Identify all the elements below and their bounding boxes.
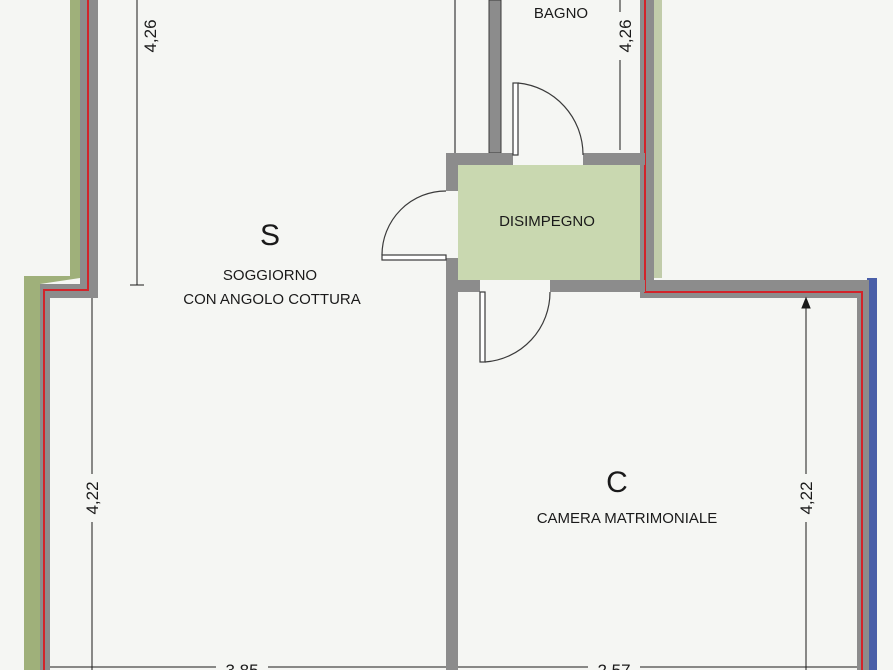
- red-line-east: [644, 0, 863, 670]
- dim-camera: 4,22: [797, 481, 816, 514]
- dimension-line-soggiorno-upper: [130, 0, 144, 286]
- wall-north-camera: [640, 280, 867, 298]
- dim-soggiorno-width: 3,85: [225, 661, 258, 670]
- door-soggiorno[interactable]: [381, 190, 447, 261]
- dim-camera-width: 2,57: [597, 661, 630, 670]
- wall-disimpegno-south-left: [446, 280, 480, 292]
- wall-bagno-west: [488, 0, 502, 154]
- door-bagno[interactable]: [512, 82, 584, 156]
- camera-letter: C: [606, 466, 628, 499]
- disimpegno-floor: [458, 165, 640, 280]
- dim-bagno: 4,26: [616, 19, 635, 52]
- wall-disimpegno-south-right: [550, 280, 645, 292]
- red-line-west: [43, 0, 89, 670]
- disimpegno-label: DISIMPEGNO: [499, 213, 595, 230]
- exterior-strip-left: [24, 0, 80, 670]
- camera-name: CAMERA MATRIMONIALE: [537, 510, 718, 527]
- wall-disimpegno-west-top: [446, 153, 458, 191]
- door-camera[interactable]: [479, 291, 551, 363]
- wall-disimpegno-west-bottom: [446, 258, 458, 670]
- exterior-strip-right: [867, 278, 877, 670]
- dim-soggiorno-upper: 4,26: [141, 19, 160, 52]
- wall-east-bagno: [640, 0, 654, 298]
- bagno-label: BAGNO: [534, 5, 588, 22]
- wall-bagno-south-left: [446, 153, 513, 165]
- dim-soggiorno-lower: 4,22: [83, 481, 102, 514]
- soggiorno-letter: S: [260, 219, 280, 252]
- soggiorno-name-line1: SOGGIORNO: [223, 267, 317, 284]
- wall-bagno-south-right: [583, 153, 645, 165]
- soggiorno-name-line2: CON ANGOLO COTTURA: [183, 291, 361, 308]
